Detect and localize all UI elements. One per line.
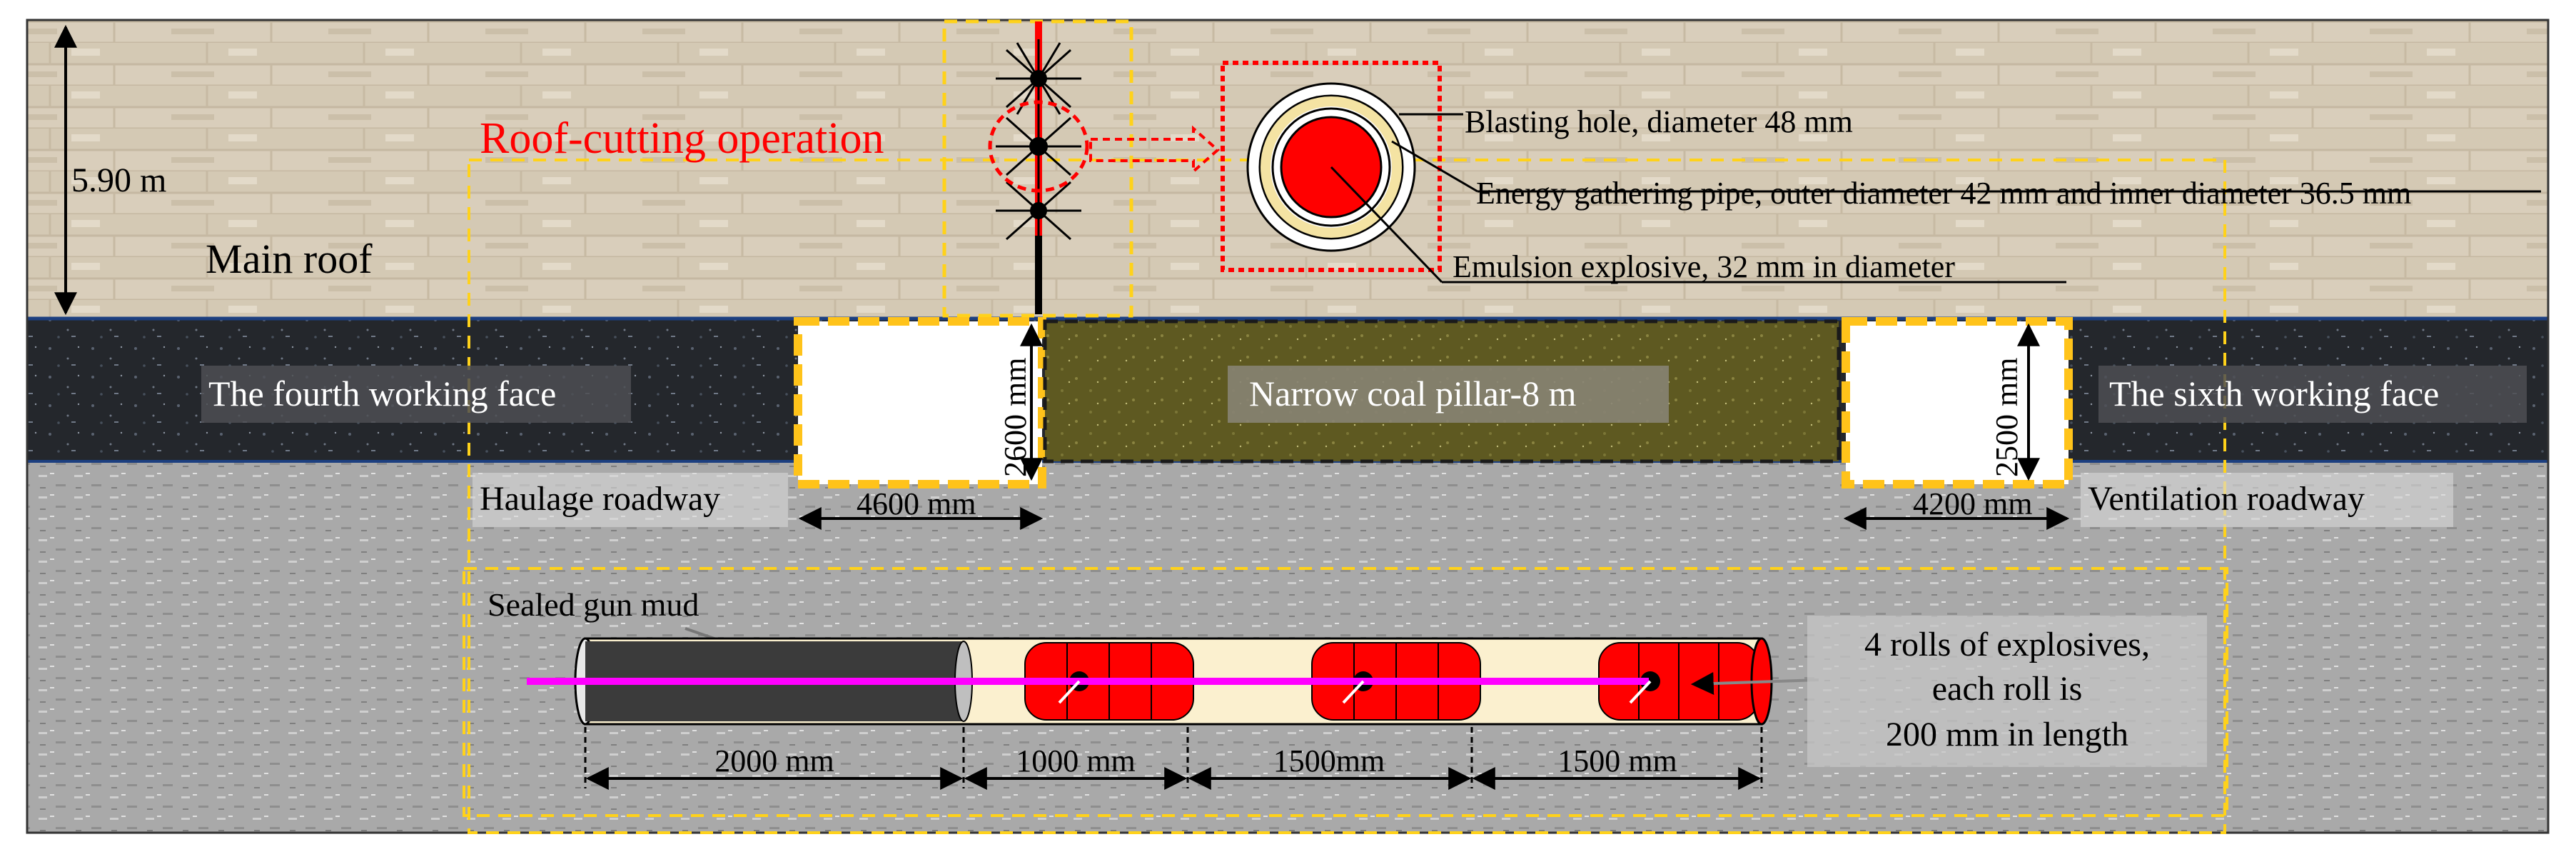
- haulage-roadway: [794, 317, 1046, 488]
- pillar-label-bg: [1228, 366, 1669, 423]
- sixth-face-label-bg: [2098, 366, 2527, 423]
- seg1-label: 2000 mm: [714, 743, 834, 778]
- pillar-label: Narrow coal pillar-8 m: [1249, 374, 1577, 414]
- narrow-coal-pillar: [1043, 319, 1841, 463]
- blast-core-3: [1030, 202, 1047, 219]
- energy-pipe-label: Energy gathering pipe, outer diameter 42…: [1476, 176, 2411, 211]
- blast-core-1: [1030, 70, 1047, 87]
- leader-emulsion-a: [1330, 166, 1443, 284]
- ventilation-roadway: [1842, 317, 2073, 488]
- explosives-pointer: [1690, 672, 1819, 696]
- right-height-label: 2500 mm: [1989, 358, 2024, 477]
- thickness-label: 5.90 m: [71, 161, 166, 199]
- fourth-face-label-bg: [201, 366, 631, 423]
- explosives-note-line-3: 200 mm in length: [1886, 716, 2128, 753]
- detonator-tick-1: [1058, 680, 1081, 704]
- seg3-label: 1500mm: [1273, 743, 1385, 778]
- blast-hole-label: Blasting hole, diameter 48 mm: [1465, 104, 1853, 139]
- fourth-face-label: The fourth working face: [208, 374, 556, 414]
- leader-energy-pipe-a: [1391, 140, 1478, 193]
- seg4-label: 1500 mm: [1557, 743, 1677, 778]
- detonator-tick-2: [1342, 680, 1365, 704]
- roof-cutting-label: Roof-cutting operation: [480, 114, 884, 163]
- detail-highlight: [988, 100, 1089, 193]
- ventilation-label: Ventilation roadway: [2088, 480, 2365, 518]
- segment-extension-lines: [584, 727, 1763, 788]
- right-width-label: 4200 mm: [1913, 486, 2032, 521]
- blast-core-2: [1029, 137, 1048, 156]
- main-roof-label: Main roof: [206, 236, 373, 282]
- detonator-tick-3: [1629, 680, 1652, 704]
- explosives-note-line-1: 4 rolls of explosives,: [1864, 626, 2150, 663]
- explosives-note-line-2: each roll is: [1932, 670, 2083, 708]
- energy-pipe-fill: [1261, 96, 1402, 238]
- energy-pipe-ring: [1258, 94, 1404, 240]
- left-height-label: 2600 mm: [998, 358, 1033, 477]
- cross-section-box: [1221, 61, 1442, 272]
- explosives-note-bg: [1807, 616, 2207, 767]
- haulage-label-bg: [473, 473, 788, 527]
- sixth-face-label: The sixth working face: [2109, 374, 2439, 414]
- left-width-label: 4600 mm: [857, 486, 976, 521]
- charge-structure-zone: [463, 567, 2228, 817]
- haulage-label: Haulage roadway: [480, 480, 720, 518]
- ventilation-label-bg: [2081, 473, 2453, 527]
- seg2-label: 1000 mm: [1016, 743, 1135, 778]
- emulsion-label: Emulsion explosive, 32 mm in diameter: [1453, 249, 1955, 284]
- detail-arrow: [1089, 125, 1221, 175]
- gun-mud-label: Sealed gun mud: [488, 586, 699, 623]
